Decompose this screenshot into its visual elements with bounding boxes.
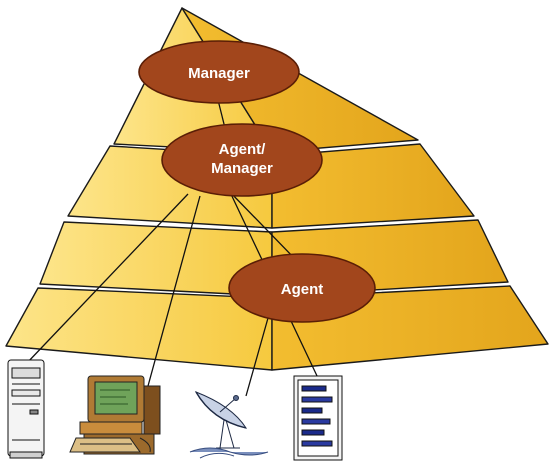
node-agent: Agent bbox=[228, 253, 376, 323]
node-manager-label: Manager bbox=[188, 65, 250, 82]
node-agent-label: Agent bbox=[281, 281, 324, 298]
link-agent-satellite bbox=[245, 317, 269, 397]
node-agent-manager-label-line2: Manager bbox=[211, 160, 273, 177]
link-agentmanager-agent bbox=[227, 189, 299, 263]
node-agent-manager-label-line1: Agent/ bbox=[219, 141, 266, 158]
rack-server-icon bbox=[293, 375, 343, 461]
desktop-computer-icon bbox=[69, 375, 161, 455]
satellite-dish-icon bbox=[189, 391, 269, 459]
link-agentmanager-desktop bbox=[147, 195, 201, 387]
tower-server-icon bbox=[7, 359, 45, 459]
link-agentmanager-tower bbox=[25, 193, 189, 365]
node-manager: Manager bbox=[138, 40, 300, 104]
node-agent-manager: Agent/ Manager bbox=[161, 123, 323, 197]
